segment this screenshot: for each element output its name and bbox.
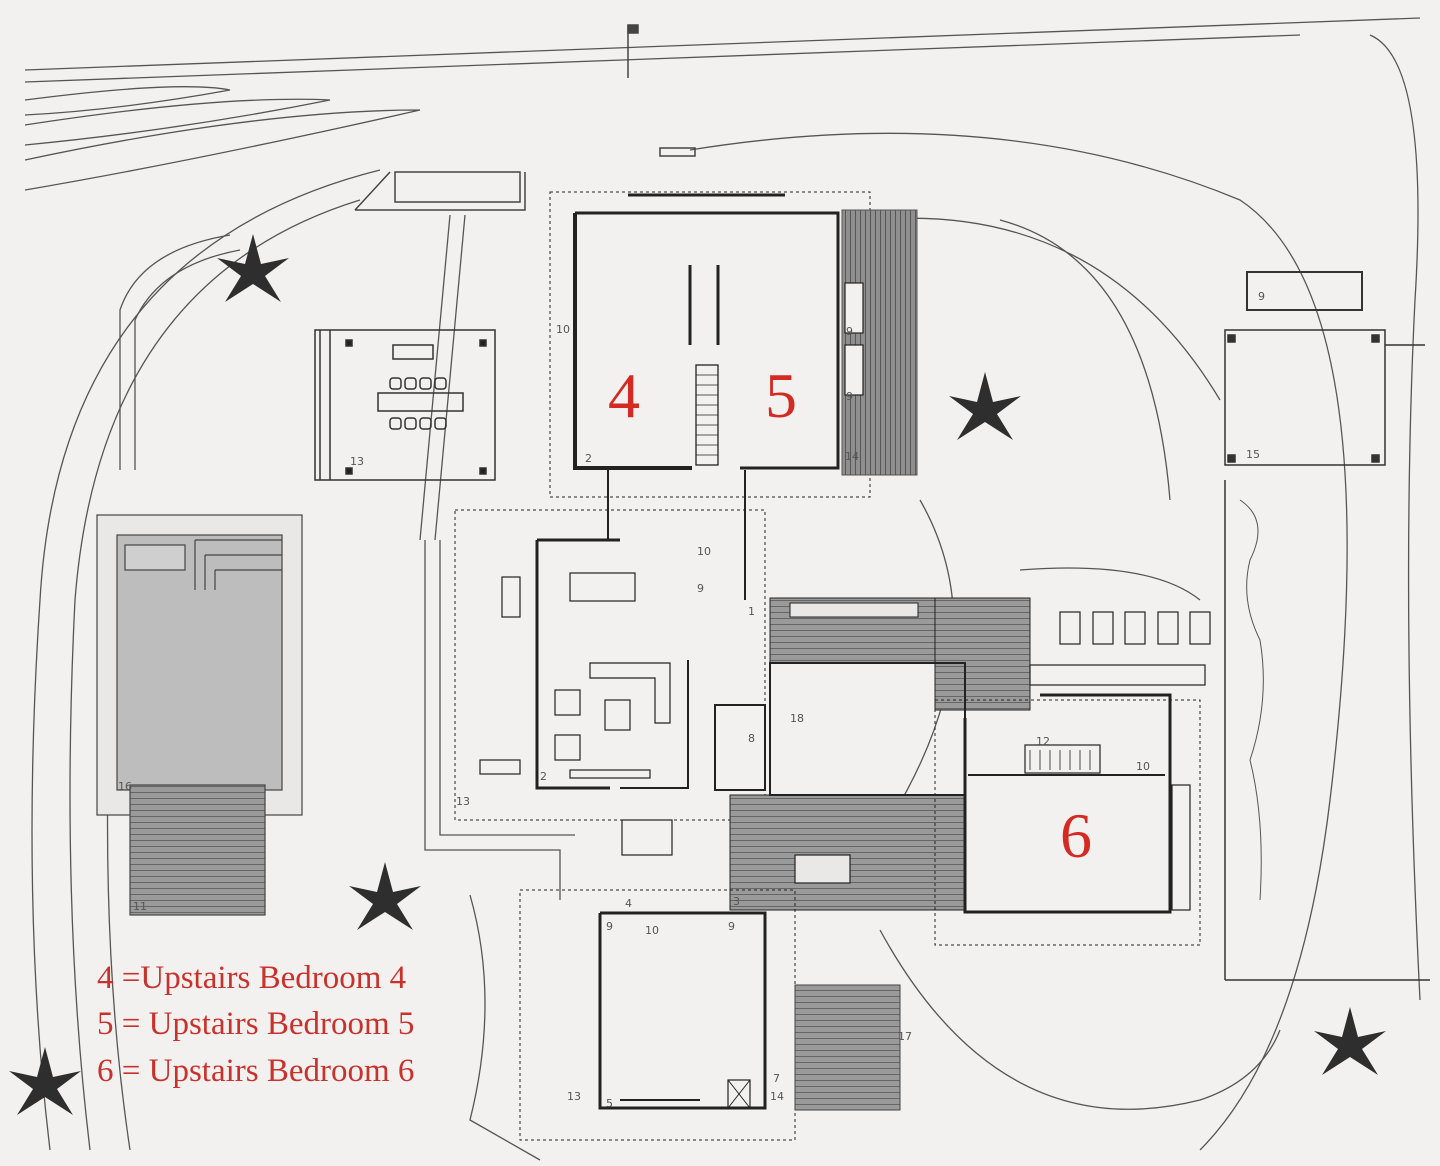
label: 10 bbox=[697, 545, 711, 558]
label: 18 bbox=[790, 712, 804, 725]
site-contours bbox=[24, 17, 1421, 1161]
label: 11 bbox=[133, 900, 147, 913]
label: 2 bbox=[585, 452, 592, 465]
pool bbox=[96, 514, 303, 916]
palm-icon bbox=[349, 862, 421, 930]
label: 7 bbox=[773, 1072, 780, 1085]
room-marker-6: 6 bbox=[1060, 800, 1092, 871]
south-guest-block bbox=[519, 819, 901, 1141]
label: 9 bbox=[1258, 290, 1265, 303]
legend: 4 =Upstairs Bedroom 4 5 = Upstairs Bedro… bbox=[97, 960, 414, 1089]
palm-icon bbox=[217, 234, 289, 302]
label: 4 bbox=[625, 897, 632, 910]
legend-line-5: 5 = Upstairs Bedroom 5 bbox=[97, 1006, 414, 1042]
label: 16 bbox=[118, 780, 132, 793]
label: 9 bbox=[846, 390, 853, 403]
bedroom-block-4-5 bbox=[549, 191, 918, 498]
label: 13 bbox=[350, 455, 364, 468]
label: 3 bbox=[733, 895, 740, 908]
label: 12 bbox=[1036, 735, 1050, 748]
label: 14 bbox=[845, 450, 859, 463]
label: 10 bbox=[556, 323, 570, 336]
label: 8 bbox=[748, 732, 755, 745]
label: 15 bbox=[1246, 448, 1260, 461]
label: 17 bbox=[898, 1030, 912, 1043]
label: 9 bbox=[846, 325, 853, 338]
label: 13 bbox=[456, 795, 470, 808]
label: 2 bbox=[540, 770, 547, 783]
parking-pad bbox=[354, 24, 696, 211]
garden-pavilion bbox=[1224, 271, 1430, 981]
label: 9 bbox=[728, 920, 735, 933]
small-number-labels: 9 15 10 9 9 2 14 13 10 9 1 8 2 13 18 12 … bbox=[118, 290, 1265, 1110]
dining-pavilion bbox=[314, 329, 496, 481]
bedroom-block-6 bbox=[934, 693, 1201, 946]
east-wing bbox=[729, 597, 1211, 911]
label: 14 bbox=[770, 1090, 784, 1103]
palm-icon bbox=[1314, 1007, 1386, 1075]
label: 9 bbox=[606, 920, 613, 933]
label: 9 bbox=[697, 582, 704, 595]
label: 13 bbox=[567, 1090, 581, 1103]
label: 1 bbox=[748, 605, 755, 618]
palm-tree-icons bbox=[9, 234, 1386, 1115]
palm-icon bbox=[949, 372, 1021, 440]
label: 10 bbox=[1136, 760, 1150, 773]
palm-icon bbox=[9, 1047, 81, 1115]
room-markers: 4 5 6 bbox=[608, 360, 1092, 871]
living-area bbox=[454, 470, 766, 821]
legend-line-6: 6 = Upstairs Bedroom 6 bbox=[97, 1053, 414, 1089]
room-marker-4: 4 bbox=[608, 360, 640, 431]
label: 10 bbox=[645, 924, 659, 937]
room-marker-5: 5 bbox=[765, 360, 797, 431]
label: 5 bbox=[606, 1097, 613, 1110]
legend-line-4: 4 =Upstairs Bedroom 4 bbox=[97, 960, 406, 996]
